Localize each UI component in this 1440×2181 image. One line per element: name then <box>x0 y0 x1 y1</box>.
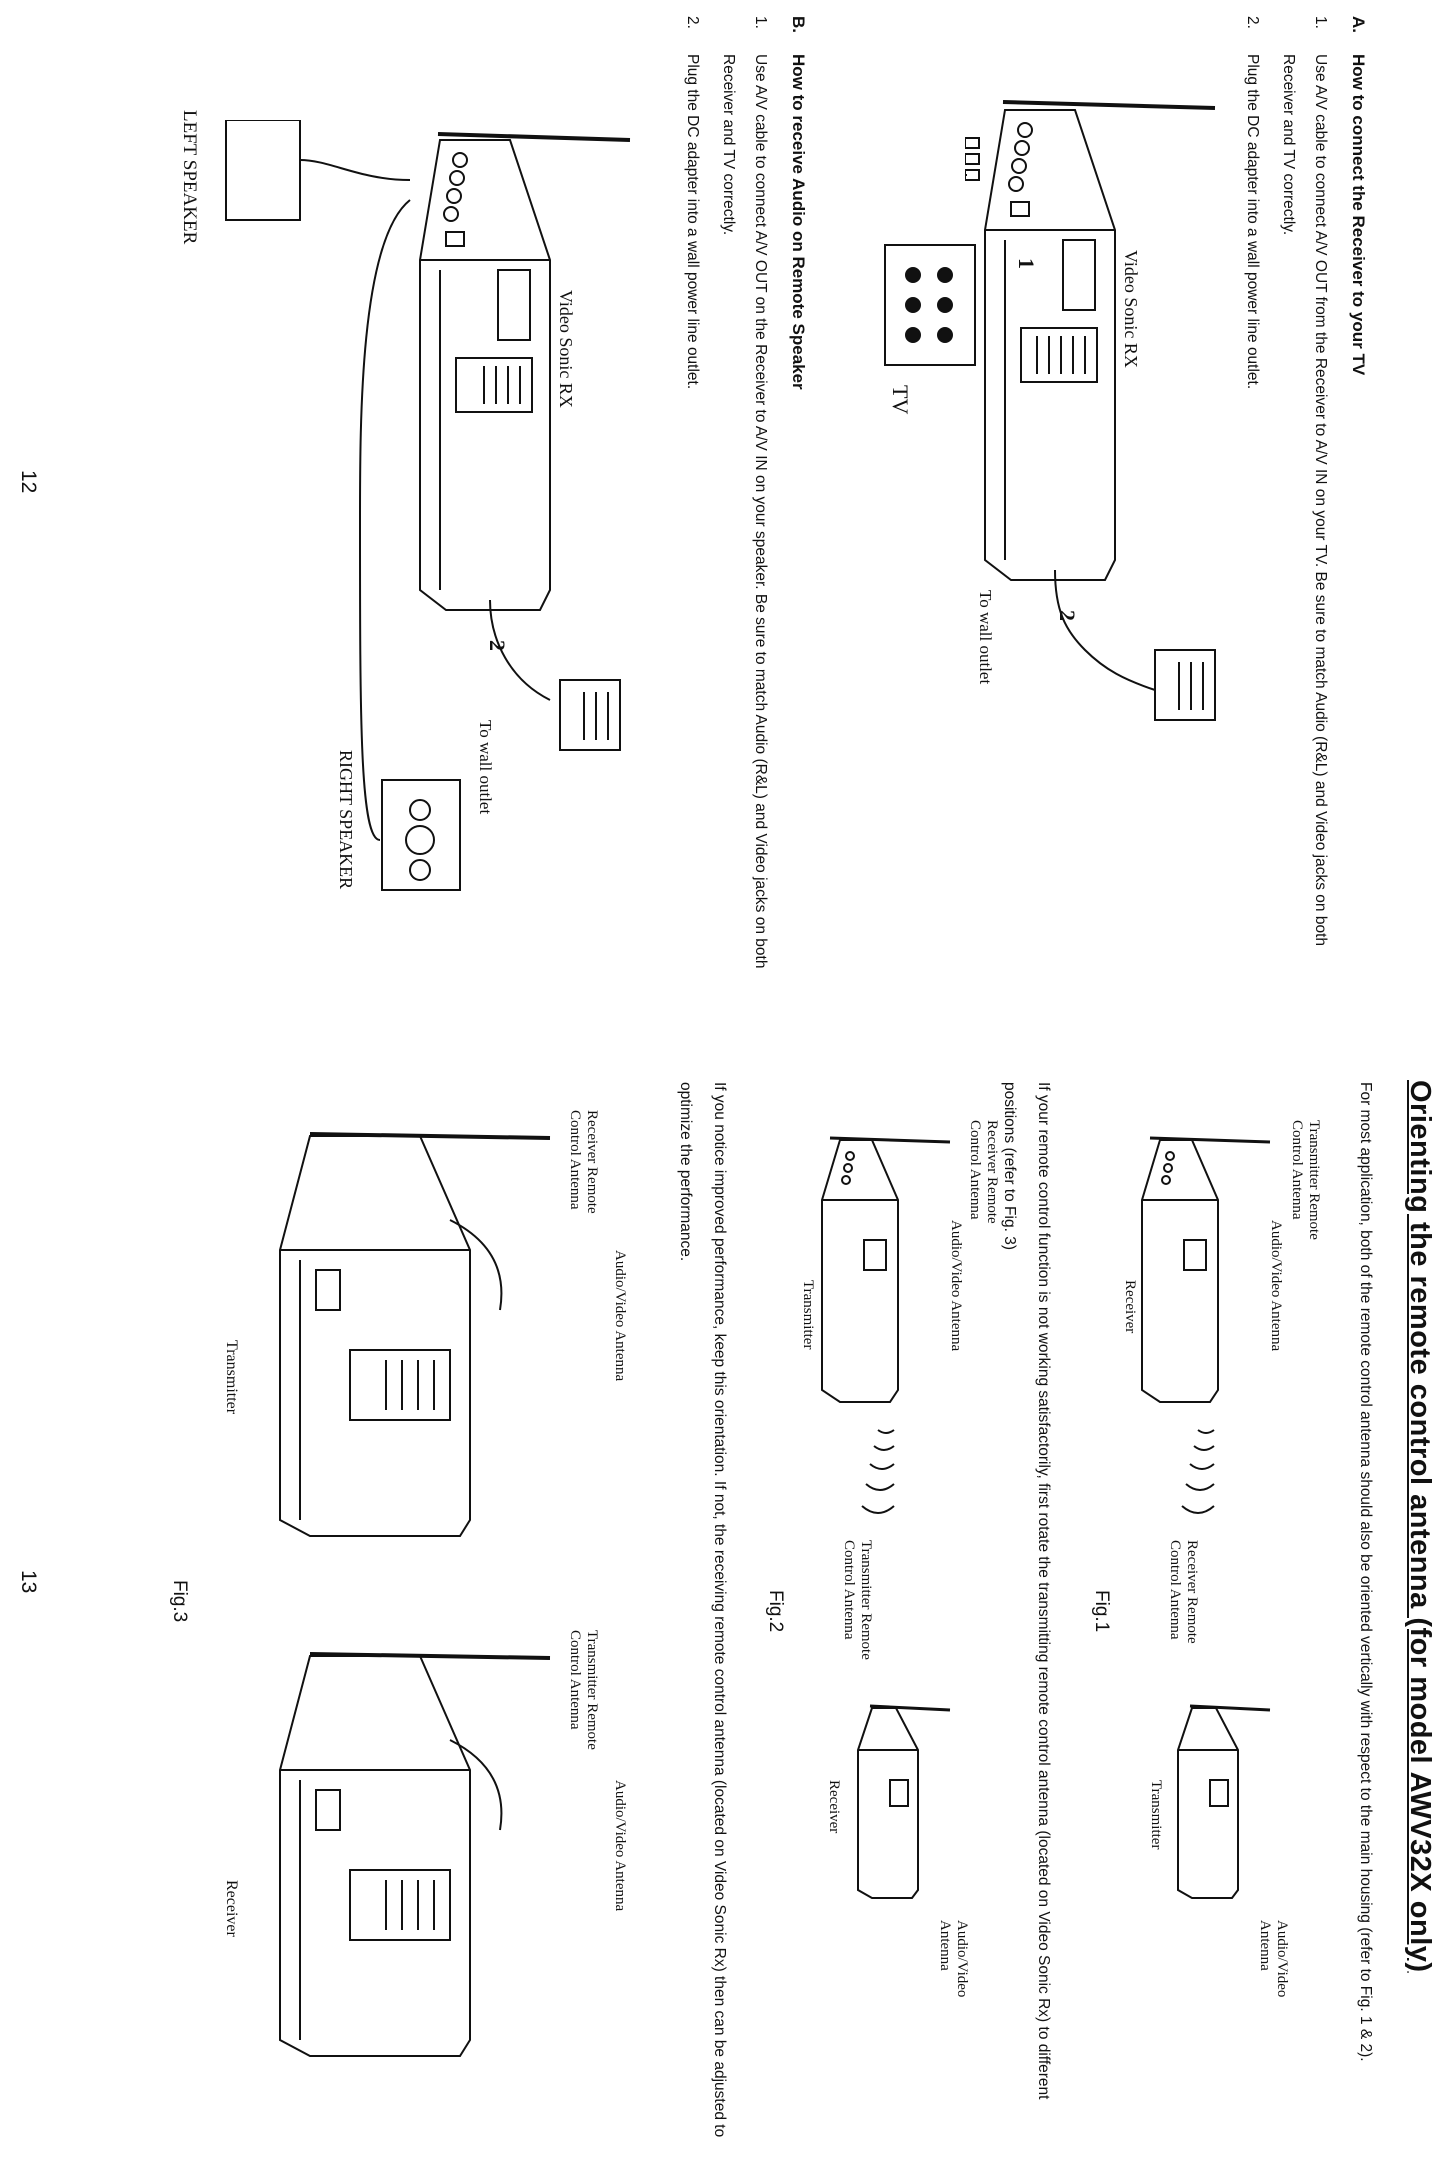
step-text: Plug the DC adapter into a wall power li… <box>684 54 701 390</box>
fig1-unit-a-av-label: Audio/Video Antenna <box>1268 1220 1284 1352</box>
fig3-left-name: Transmitter <box>223 1340 240 1415</box>
fig3-right-name: Receiver <box>223 1880 240 1937</box>
section-b-heading: B. How to receive Audio on Remote Speaker <box>788 16 808 390</box>
fig1-diagram <box>1141 1136 1271 1899</box>
video-sonic-rx-label: Video Sonic RX <box>556 290 576 408</box>
to-wall-outlet-label: To wall outlet <box>976 590 995 684</box>
fig2-unit-a-name: Transmitter <box>800 1280 816 1350</box>
fig2-unit-b-antenna-label: Transmitter Remote Control Antenna <box>841 1540 874 1660</box>
tv-jack-panel: TV <box>884 244 976 414</box>
fig1-caption: Fig.1 <box>1091 1590 1112 1633</box>
fig2-diagram <box>821 1136 951 1899</box>
section-a-step-1: 1. Use A/V cable to connect A/V OUT from … <box>1272 16 1336 954</box>
step-number: 2. <box>1244 16 1261 29</box>
step-number: 1. <box>1312 16 1329 29</box>
step-text: Plug the DC adapter into a wall power li… <box>1244 54 1261 390</box>
fig1-unit-b-name: Transmitter <box>1148 1780 1164 1850</box>
step-number: 1. <box>752 16 769 29</box>
fig1-unit-a-antenna-label: Transmitter Remote Control Antenna <box>1289 1120 1322 1240</box>
fig3-left-av-label: Audio/Video Antenna <box>612 1250 628 1382</box>
tv-label: TV <box>888 385 913 414</box>
section-b-step-2: 2. Plug the DC adapter into a wall power … <box>676 16 708 954</box>
section-b-title: How to receive Audio on Remote Speaker <box>789 54 808 390</box>
fig2-unit-b-name: Receiver <box>826 1780 842 1834</box>
tv-connection-diagram: Video Sonic RX 1 2 To wall outlet <box>965 100 1216 721</box>
speaker-connection-diagram: Video Sonic RX 2 To wall outlet RIGHT SP… <box>225 120 631 891</box>
section-b-step-1: 1. Use A/V cable to connect A/V OUT on th… <box>712 16 776 1014</box>
video-sonic-rx-label: Video Sonic RX <box>1121 250 1141 368</box>
to-wall-outlet-label: To wall outlet <box>476 720 495 814</box>
paragraph-2: If your remote control function is not w… <box>1001 1082 1052 2100</box>
step-text: Use A/V cable to connect A/V OUT from th… <box>1280 54 1329 947</box>
fig3-right-av-label: Audio/Video Antenna <box>612 1780 628 1912</box>
page-title: Orienting the remote control antenna (fo… <box>1404 1080 1436 1973</box>
fig3-left-antenna-label: Receiver Remote Control Antenna <box>567 1110 600 1214</box>
right-speaker-label: RIGHT SPEAKER <box>336 750 356 889</box>
section-a-title: How to connect the Receiver to your TV <box>1349 54 1368 376</box>
fig1-unit-b-av-label: Audio/Video Antenna <box>1257 1920 1290 1998</box>
fig2-unit-a-av-label: Audio/Video Antenna <box>948 1220 964 1352</box>
section-b-letter: B. <box>789 16 808 33</box>
fig1-unit-a-name: Receiver <box>1122 1280 1138 1334</box>
page-12: A. How to connect the Receiver to your TV… <box>0 0 1440 1060</box>
callout-2: 2 <box>1055 610 1080 621</box>
fig3-right-antenna-label: Transmitter Remote Control Antenna <box>567 1630 600 1750</box>
fig2-unit-b-av-label: Audio/Video Antenna <box>937 1920 970 1998</box>
page-13: Orienting the remote control antenna (fo… <box>0 1060 1440 2181</box>
callout-2: 2 <box>485 640 510 651</box>
fig2-caption: Fig.2 <box>765 1590 786 1633</box>
fig2-unit-a-antenna-label: Receiver Remote Control Antenna <box>967 1120 1000 1224</box>
page-number-13: 13 <box>17 1570 40 1594</box>
paragraph-3: If you notice improved performance, keep… <box>677 1082 728 2138</box>
section-a-heading: A. How to connect the Receiver to your TV <box>1348 16 1368 375</box>
step-number: 2. <box>684 16 701 29</box>
left-speaker-label: LEFT SPEAKER <box>179 110 200 245</box>
fig3-diagram <box>279 1132 551 2057</box>
fig1-unit-b-antenna-label: Receiver Remote Control Antenna <box>1167 1540 1200 1644</box>
intro-paragraph: For most application, both of the remote… <box>1357 1082 1374 2062</box>
page-number-12: 12 <box>17 470 40 494</box>
section-a-step-2: 2. Plug the DC adapter into a wall power … <box>1236 16 1268 954</box>
section-a-letter: A. <box>1349 16 1368 33</box>
callout-1: 1 <box>1014 258 1039 269</box>
step-text: Use A/V cable to connect A/V OUT on the … <box>720 54 769 969</box>
fig3-caption: Fig.3 <box>169 1580 190 1623</box>
